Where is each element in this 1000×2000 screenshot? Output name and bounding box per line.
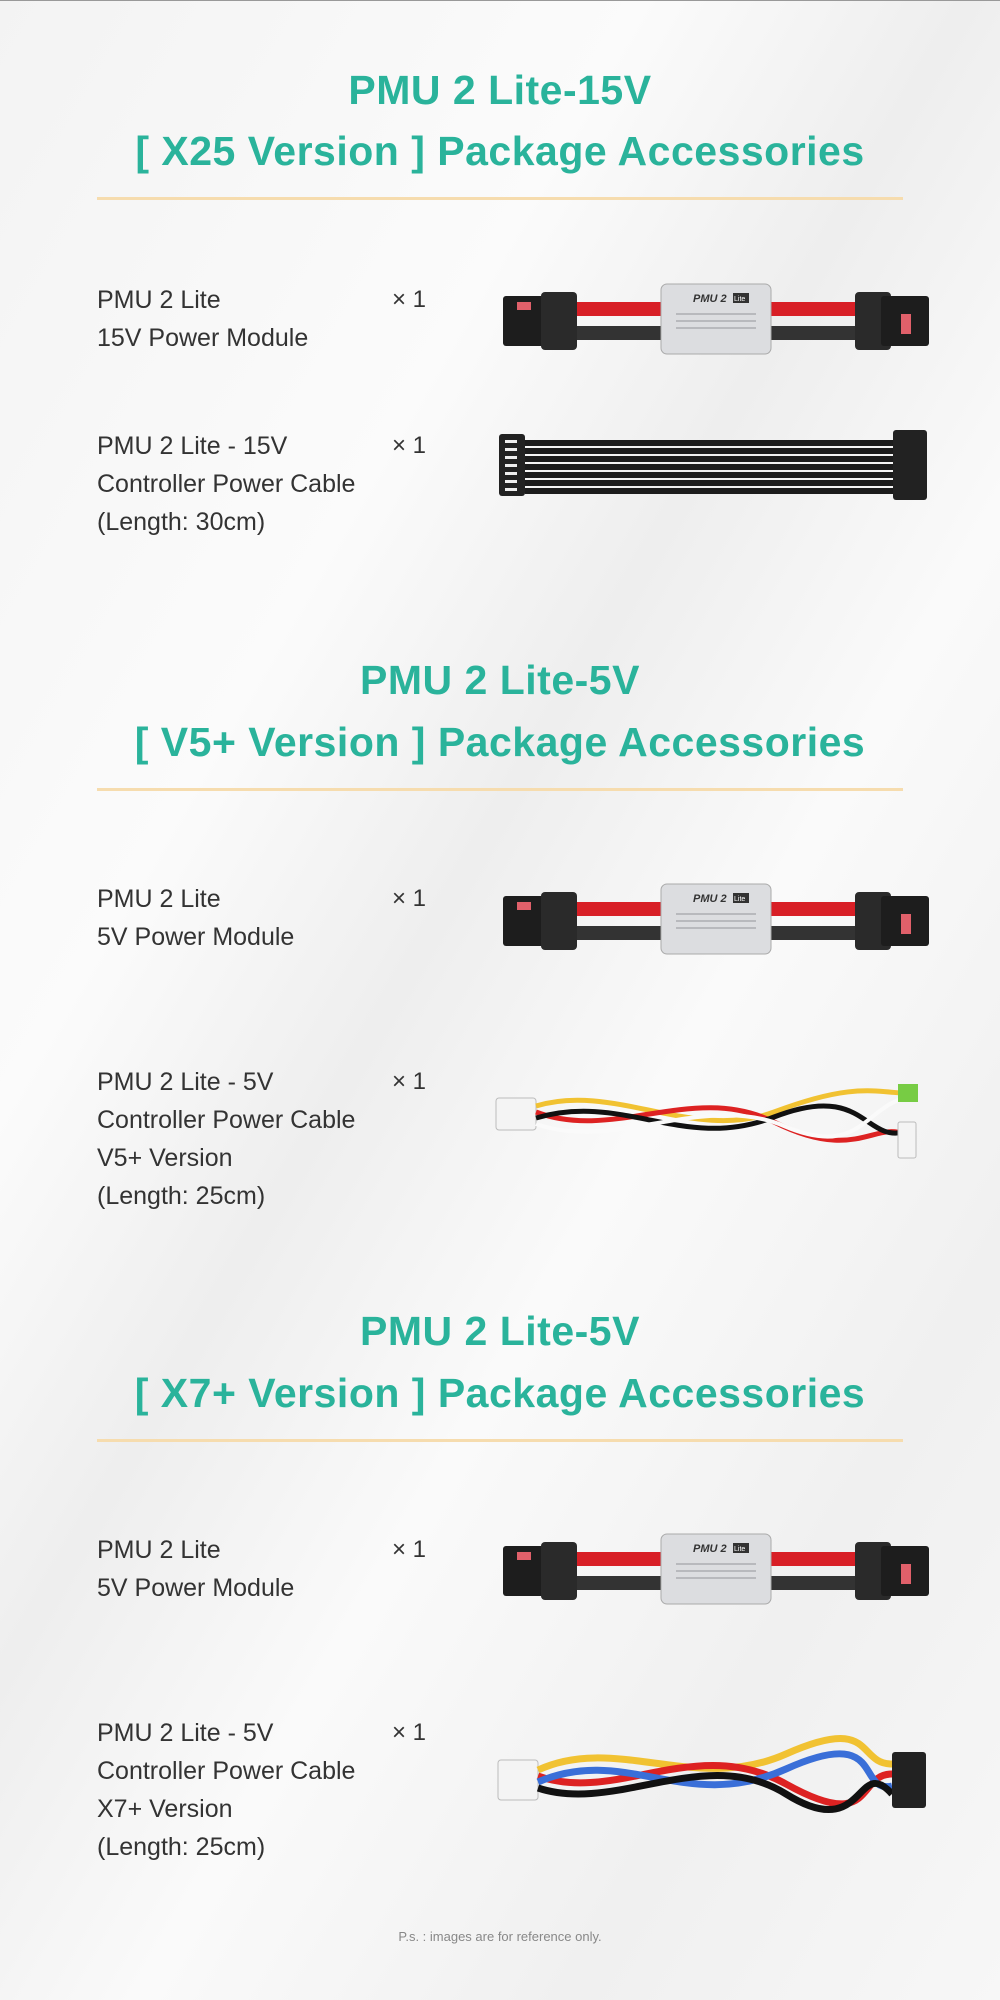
- item-quantity: × 1: [392, 432, 427, 459]
- section-divider: [97, 788, 903, 791]
- item-quantity: × 1: [392, 1068, 427, 1095]
- item-line: (Length: 30cm): [97, 508, 266, 536]
- top-border: [0, 0, 1000, 1]
- twisted-cable-v5-image: [495, 1084, 918, 1159]
- svg-text:Lite: Lite: [734, 896, 745, 903]
- svg-text:Lite: Lite: [734, 1546, 745, 1553]
- section-divider: [97, 197, 903, 200]
- section-title: PMU 2 Lite-15V: [348, 67, 652, 113]
- section-subtitle: [ X7+ Version ] Package Accessories: [134, 1370, 866, 1416]
- item-line: PMU 2 Lite: [97, 286, 221, 314]
- item-line: Controller Power Cable: [97, 1106, 356, 1134]
- svg-text:PMU 2: PMU 2: [693, 893, 727, 905]
- item-line: X7+ Version: [97, 1795, 233, 1823]
- power-module-image: PMU 2 Lite: [501, 274, 931, 365]
- item-description: PMU 2 Lite - 5V Controller Power Cable V…: [97, 1063, 355, 1215]
- section-title: PMU 2 Lite-5V: [360, 1308, 640, 1354]
- item-quantity: × 1: [392, 885, 427, 912]
- power-module-image: PMU 2 Lite: [501, 1524, 931, 1615]
- item-line: 15V Power Module: [97, 324, 309, 352]
- item-description: PMU 2 Lite - 5V Controller Power Cable X…: [97, 1714, 355, 1866]
- svg-text:Lite: Lite: [734, 296, 745, 303]
- item-line: PMU 2 Lite - 15V: [97, 432, 288, 460]
- item-quantity: × 1: [392, 1536, 427, 1563]
- item-description: PMU 2 Lite 5V Power Module: [97, 1531, 294, 1607]
- svg-text:PMU 2: PMU 2: [693, 1543, 727, 1555]
- svg-text:PMU 2: PMU 2: [693, 293, 727, 305]
- item-description: PMU 2 Lite 15V Power Module: [97, 281, 308, 357]
- item-line: 5V Power Module: [97, 1574, 295, 1602]
- section-divider: [97, 1439, 903, 1442]
- footer-note: P.s. : images are for reference only.: [398, 1929, 602, 1944]
- power-module-image: PMU 2 Lite: [501, 874, 931, 965]
- item-line: Controller Power Cable: [97, 470, 356, 498]
- item-quantity: × 1: [392, 1719, 427, 1746]
- item-line: Controller Power Cable: [97, 1757, 356, 1785]
- item-line: PMU 2 Lite - 5V: [97, 1719, 274, 1747]
- item-line: PMU 2 Lite - 5V: [97, 1068, 274, 1096]
- flat-cable-image: [499, 430, 927, 500]
- item-description: PMU 2 Lite - 15V Controller Power Cable …: [97, 427, 355, 541]
- section-subtitle: [ X25 Version ] Package Accessories: [135, 128, 865, 174]
- twisted-cable-x7-image: [497, 1735, 926, 1813]
- item-line: (Length: 25cm): [97, 1833, 266, 1861]
- item-description: PMU 2 Lite 5V Power Module: [97, 880, 294, 956]
- item-line: 5V Power Module: [97, 923, 295, 951]
- section-title: PMU 2 Lite-5V: [360, 657, 640, 703]
- section-subtitle: [ V5+ Version ] Package Accessories: [134, 719, 866, 765]
- item-line: (Length: 25cm): [97, 1182, 266, 1210]
- item-quantity: × 1: [392, 286, 427, 313]
- item-line: PMU 2 Lite: [97, 885, 221, 913]
- item-line: PMU 2 Lite: [97, 1536, 221, 1564]
- item-line: V5+ Version: [97, 1144, 233, 1172]
